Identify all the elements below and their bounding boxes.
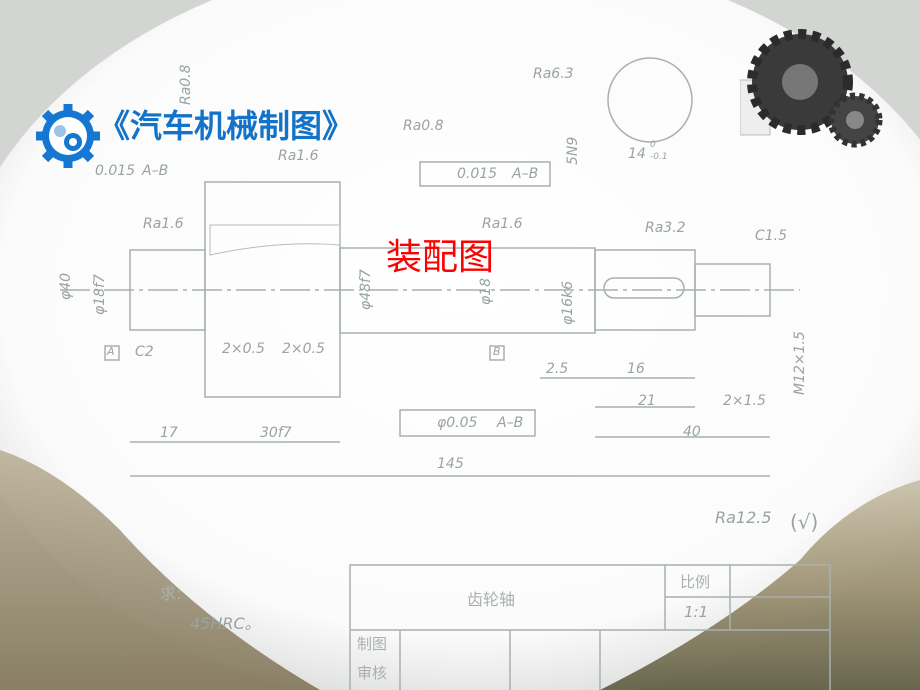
- diameter-label: φ18f7: [92, 274, 108, 315]
- dimension-label: 40: [683, 424, 701, 440]
- part-name: 齿轮轴: [467, 590, 516, 609]
- runout-datum: A–B: [512, 166, 539, 182]
- default-roughness-symbol: (√): [790, 510, 819, 534]
- slide-title: 《汽车机械制图》: [98, 107, 355, 145]
- gears-image: [740, 29, 883, 148]
- dimension-label: 2.5: [546, 361, 569, 377]
- roughness-label: Ra1.6: [482, 216, 523, 232]
- roughness-label: Ra0.8: [178, 64, 194, 105]
- dimension-label: 2×0.5: [222, 341, 265, 357]
- keyway-label: 5N9: [565, 136, 581, 165]
- roughness-label: Ra3.2: [645, 220, 686, 236]
- diameter-label: φ40: [58, 272, 74, 300]
- drawn-by-label: 制图: [357, 635, 388, 653]
- runout-tolerance: 0.015: [457, 166, 498, 182]
- roughness-label: Ra1.6: [143, 216, 184, 232]
- dimension-label: 17: [160, 425, 178, 441]
- diameter-label: φ16k6: [560, 280, 576, 325]
- roughness-label: Ra0.8: [403, 118, 444, 134]
- chamfer-label: C2: [135, 344, 154, 360]
- dimension-label: 16: [627, 361, 645, 377]
- technical-requirements: 求:: [160, 584, 182, 603]
- checked-by-label: 审核: [357, 664, 388, 682]
- roughness-label: Ra12.5: [715, 508, 772, 527]
- dimension-label: 30f7: [260, 425, 292, 441]
- keyway-tol-upper: 0: [650, 140, 656, 150]
- datum-b: B: [493, 345, 501, 358]
- coaxiality-datum: A–B: [497, 415, 524, 431]
- scale-value: 1:1: [684, 603, 709, 621]
- runout-datum: A–B: [142, 163, 169, 179]
- blue-gear-logo: [36, 104, 100, 168]
- diameter-label: φ48f7: [358, 269, 374, 310]
- keyway-tol-lower: -0.1: [650, 152, 668, 162]
- dimension-label: 21: [638, 393, 656, 409]
- dimension-label: 2×1.5: [723, 393, 766, 409]
- roughness-label: Ra6.3: [533, 66, 574, 82]
- dimension-label: 2×0.5: [282, 341, 325, 357]
- keyway-width: 14: [628, 146, 646, 162]
- scale-label: 比例: [680, 573, 711, 591]
- diameter-label: φ18: [478, 277, 494, 305]
- dimension-label: 145: [437, 456, 464, 472]
- coaxiality-tolerance: φ0.05: [437, 415, 478, 431]
- datum-a: A: [107, 345, 115, 358]
- thread-label: M12×1.5: [792, 331, 808, 395]
- overlay-label: 装配图: [386, 237, 495, 278]
- runout-tolerance: 0.015: [95, 163, 136, 179]
- roughness-label: Ra1.6: [278, 148, 319, 164]
- chamfer-label: C1.5: [755, 228, 788, 244]
- hardness-note: 45HRC。: [190, 614, 261, 633]
